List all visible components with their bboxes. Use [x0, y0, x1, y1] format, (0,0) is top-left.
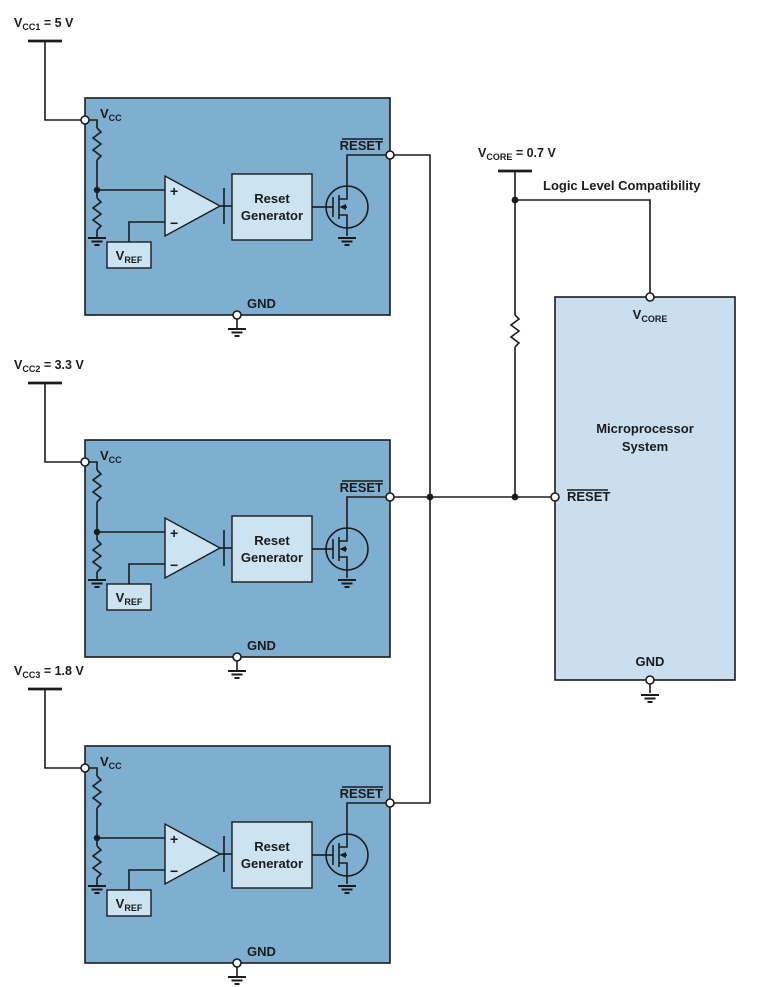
- drain-wire: [346, 496, 386, 528]
- supervisor-ic-2: VCC2 = 3.3 V VCC + − VREF Reset Generato…: [14, 358, 395, 679]
- reset-generator-box: [231, 515, 313, 583]
- gnd-pin: [232, 310, 242, 320]
- vref-label: VREF: [116, 590, 143, 607]
- mcu-gnd-label: GND: [636, 654, 665, 669]
- gnd-pin-label: GND: [247, 638, 276, 653]
- mcu-gnd-pin: [645, 675, 655, 685]
- reset-generator-label-1: Reset: [254, 839, 290, 854]
- mcu-reset-label: RESET: [567, 489, 610, 504]
- reset-generator-label-1: Reset: [254, 191, 290, 206]
- reset-pin: [385, 492, 395, 502]
- reset-generator-box: [231, 173, 313, 241]
- mosfet-drain-tap: [339, 186, 348, 200]
- mosfet-arrow: [339, 852, 346, 858]
- mosfet-source-tap: [339, 556, 348, 570]
- vcore-pin: [645, 292, 655, 302]
- minus-sign: −: [170, 557, 178, 573]
- supply-wire: [44, 689, 81, 769]
- divider-wire-top: [89, 767, 98, 776]
- vcore-feed-wire: [515, 199, 651, 293]
- supply-wire: [44, 41, 81, 121]
- mcu-reset-pin: [550, 492, 560, 502]
- vcore-supply-label: VCORE = 0.7 V: [478, 146, 556, 162]
- vcc-pin-label: VCC: [100, 448, 122, 465]
- vref-label: VREF: [116, 896, 143, 913]
- plus-sign: +: [170, 831, 178, 847]
- mosfet-drain-tap: [339, 834, 348, 848]
- minus-input-wire: [128, 563, 165, 584]
- mcu-title-line1: Microprocessor: [596, 421, 694, 436]
- logic-level-label: Logic Level Compatibility: [543, 178, 701, 193]
- microprocessor-system: VCORE Microprocessor System RESET GND: [550, 292, 736, 703]
- vref-box: [106, 583, 152, 611]
- vcc-pin: [80, 115, 90, 125]
- pullup-resistor-icon: [510, 314, 520, 348]
- gnd-pin-label: GND: [247, 296, 276, 311]
- vcc-pin: [80, 457, 90, 467]
- vcc-pin-label: VCC: [100, 106, 122, 123]
- reset-pin-label: RESET: [340, 786, 383, 801]
- gnd-pin: [232, 652, 242, 662]
- minus-input-wire: [128, 869, 165, 890]
- minus-input-wire: [128, 221, 165, 242]
- minus-sign: −: [170, 863, 178, 879]
- vcc-pin: [80, 763, 90, 773]
- mcu-title-line2: System: [622, 439, 668, 454]
- reset-generator-label-2: Generator: [241, 856, 303, 871]
- ground-icon: [640, 694, 660, 703]
- reset-pin-label: RESET: [340, 480, 383, 495]
- divider-wire-top: [89, 461, 98, 470]
- reset-pin: [385, 798, 395, 808]
- reset-pin-label: RESET: [340, 138, 383, 153]
- vref-box: [106, 241, 152, 269]
- mosfet-source-tap: [339, 862, 348, 876]
- reset-generator-box: [231, 821, 313, 889]
- junction-dot: [426, 493, 434, 501]
- comparator-icon: [164, 174, 222, 238]
- supply-label-1: VCC1 = 5 V: [14, 16, 74, 32]
- ground-icon: [227, 976, 247, 985]
- reset-generator-label-2: Generator: [241, 208, 303, 223]
- reset-generator-label-1: Reset: [254, 533, 290, 548]
- comparator-icon: [164, 516, 222, 580]
- supply-label-2: VCC2 = 3.3 V: [14, 358, 84, 374]
- reset-pin: [385, 150, 395, 160]
- vref-label: VREF: [116, 248, 143, 265]
- reset-generator-label-2: Generator: [241, 550, 303, 565]
- reset-bus: [394, 154, 551, 804]
- drain-wire: [346, 154, 386, 186]
- ground-icon: [227, 670, 247, 679]
- drain-wire: [346, 802, 386, 834]
- supervisor-ic-3: VCC3 = 1.8 V VCC + − VREF Reset Generato…: [14, 664, 395, 985]
- gnd-pin-label: GND: [247, 944, 276, 959]
- supply-label-3: VCC3 = 1.8 V: [14, 664, 84, 680]
- supervisor-ic-1: VCC1 = 5 V VCC + − VREF Reset Generator: [14, 16, 395, 337]
- minus-sign: −: [170, 215, 178, 231]
- supply-wire: [44, 383, 81, 463]
- gnd-pin: [232, 958, 242, 968]
- vcore-pin-label: VCORE: [633, 307, 668, 324]
- ground-icon: [227, 328, 247, 337]
- vref-box: [106, 889, 152, 917]
- mosfet-arrow: [339, 204, 346, 210]
- plus-sign: +: [170, 183, 178, 199]
- mosfet-source-tap: [339, 214, 348, 228]
- reset-bus-outer-wire: [394, 154, 431, 804]
- mcu-body: [554, 296, 736, 681]
- voltage-divider: [87, 119, 107, 246]
- mosfet-drain-tap: [339, 528, 348, 542]
- plus-sign: +: [170, 525, 178, 541]
- divider-wire-top: [89, 119, 98, 128]
- vcore-pullup: VCORE = 0.7 V Logic Level Compatibility: [478, 146, 701, 497]
- mosfet-arrow: [339, 546, 346, 552]
- vcc-pin-label: VCC: [100, 754, 122, 771]
- comparator-icon: [164, 822, 222, 886]
